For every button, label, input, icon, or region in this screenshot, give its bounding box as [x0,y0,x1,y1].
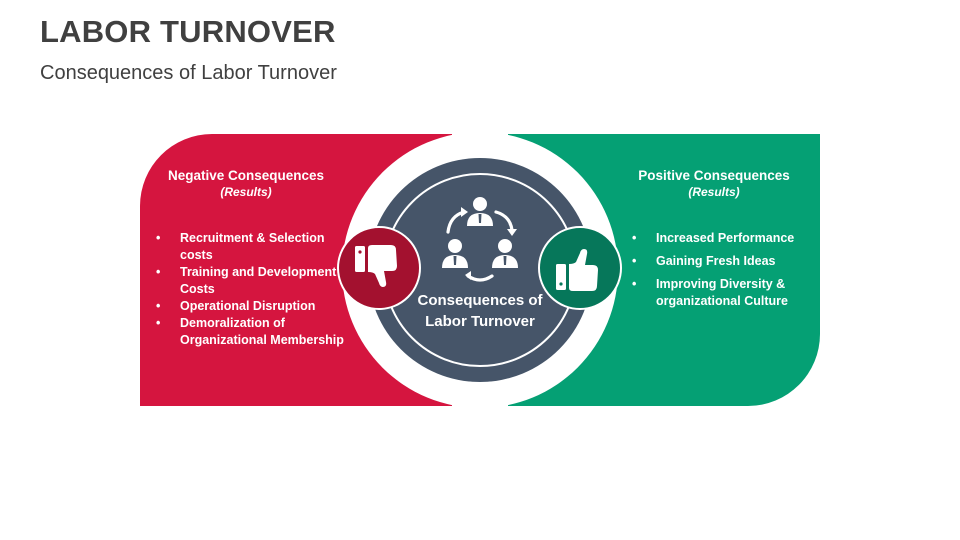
positive-heading-subtitle: (Results) [688,185,740,199]
positive-badge [538,226,622,310]
list-item: Recruitment & Selection costs [154,230,344,264]
thumbs-down-icon [355,245,397,287]
negative-list: Recruitment & Selection costs Training a… [154,230,344,349]
list-item: Training and Development Costs [154,264,344,298]
positive-heading: Positive Consequences (Results) [628,167,800,201]
positive-heading-title: Positive Consequences [638,168,790,183]
negative-heading-title: Negative Consequences [167,168,325,183]
list-item: Improving Diversity & organizational Cul… [630,276,810,310]
center-label: Consequences of Labor Turnover [368,290,592,332]
list-item: Increased Performance [630,230,810,247]
negative-badge [337,226,421,310]
list-item: Demoralization of Organizational Members… [154,315,344,349]
center-label-line1: Consequences of [417,292,543,309]
center-label-line2: Labor Turnover [425,313,535,330]
list-item: Gaining Fresh Ideas [630,253,810,270]
list-item: Operational Disruption [154,298,344,315]
negative-heading: Negative Consequences (Results) [160,167,332,201]
people-cycle-icon [442,197,518,282]
page-subtitle: Consequences of Labor Turnover [40,62,337,84]
positive-list: Increased Performance Gaining Fresh Idea… [630,230,810,316]
negative-heading-subtitle: (Results) [220,185,272,199]
page-title: LABOR TURNOVER [40,14,336,49]
thumbs-up-icon [556,249,598,291]
